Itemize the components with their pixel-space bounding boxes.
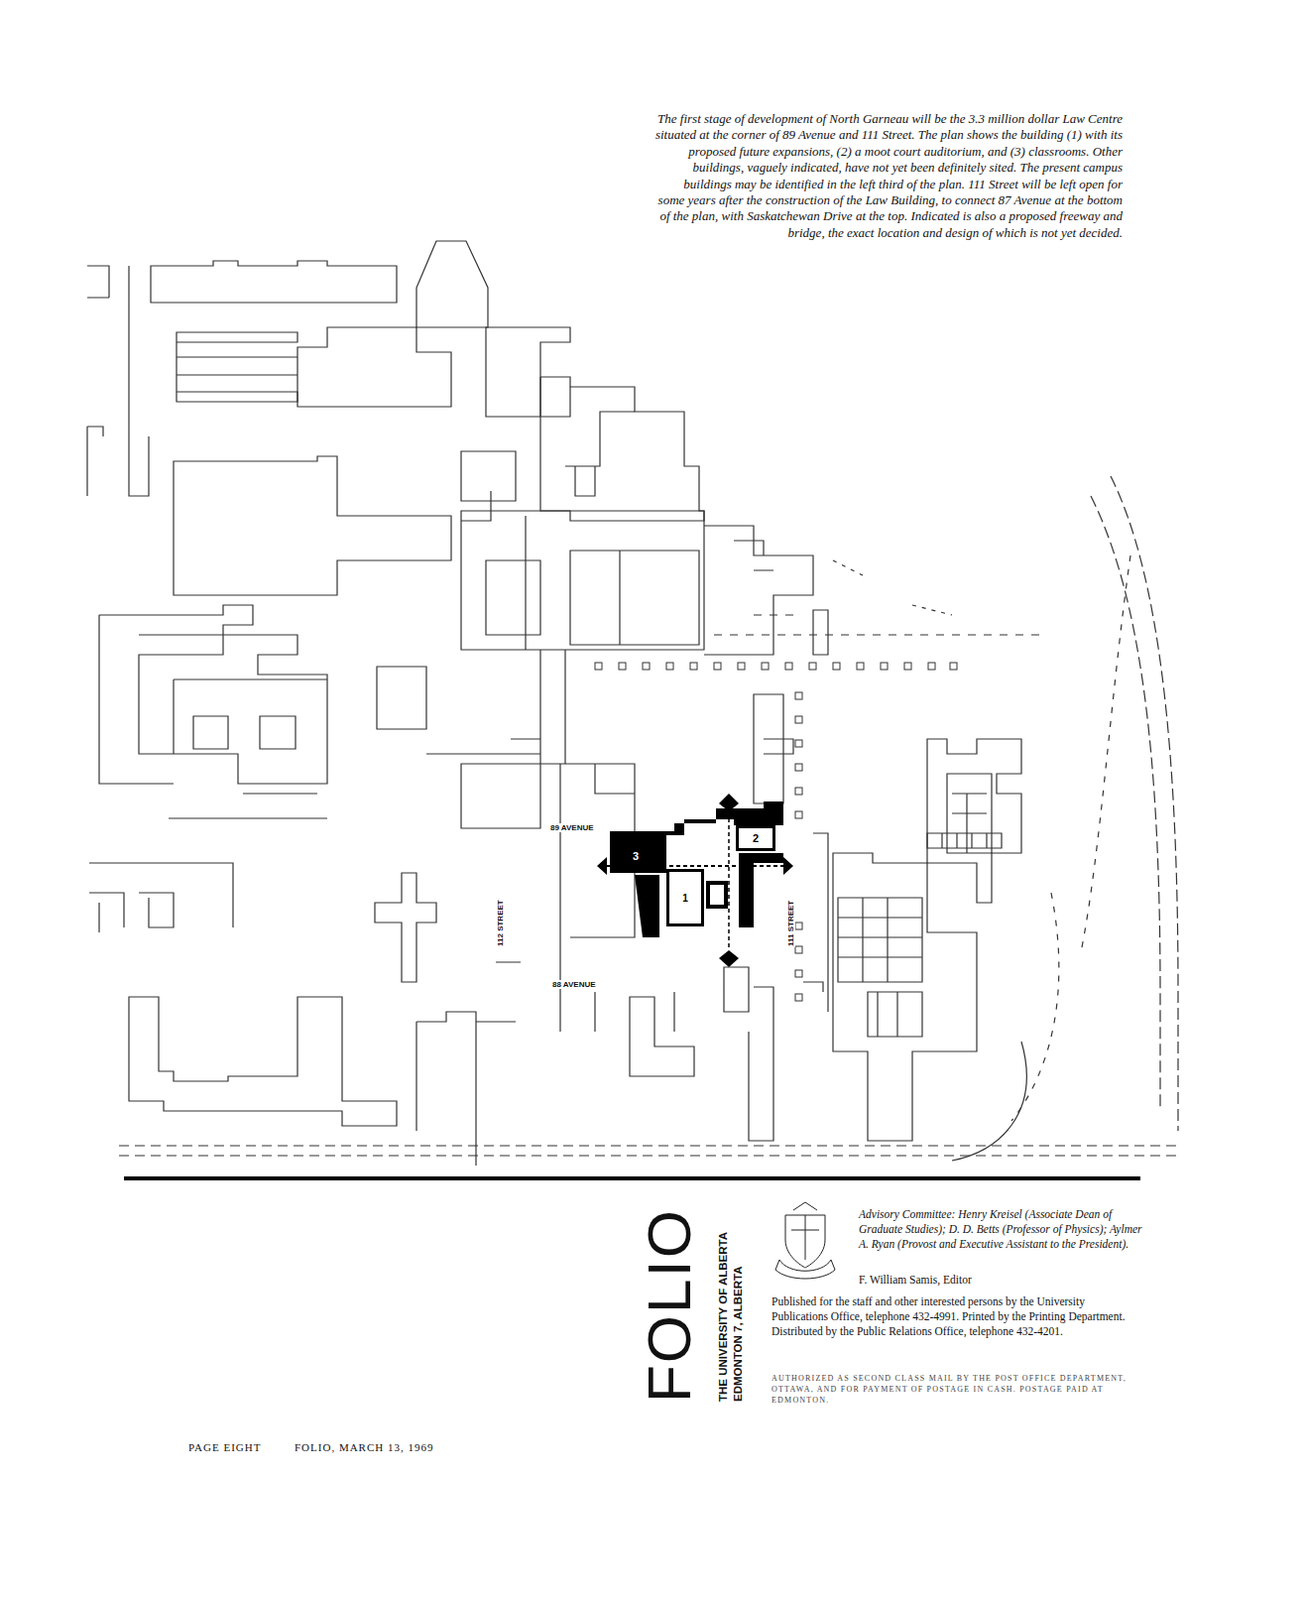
street-label: 88 AVENUE	[551, 979, 597, 989]
masthead-title: FOLIO	[638, 1207, 701, 1403]
page-number: PAGE EIGHT	[188, 1440, 261, 1453]
street-label: 112 STREET	[495, 898, 505, 948]
moot-court-block: 2	[735, 825, 776, 851]
callout-number: 1	[682, 892, 689, 904]
rule	[123, 1176, 1141, 1181]
university-crest	[775, 1201, 835, 1279]
advisory-committee: Advisory Committee: Henry Kreisel (Assoc…	[858, 1206, 1147, 1252]
masthead-university: THE UNIVERSITY OF ALBERTA	[715, 1231, 730, 1402]
callout-number: 3	[632, 849, 639, 862]
masthead-address: EDMONTON 7, ALBERTA	[730, 1265, 745, 1402]
classroom-block: 3	[612, 842, 659, 869]
mail-authorization: AUTHORIZED AS SECOND CLASS MAIL BY THE P…	[771, 1372, 1141, 1406]
law-centre-building: 1	[666, 868, 705, 927]
callout-number: 2	[752, 831, 759, 844]
editor-credit: F. William Samis, Editor	[858, 1272, 1147, 1288]
caption: The first stage of development of North …	[654, 111, 1123, 241]
street-label: 111 STREET	[786, 899, 796, 948]
publication-note: Published for the staff and other intere…	[771, 1294, 1141, 1339]
street-label: 89 AVENUE	[549, 823, 595, 832]
issue-date: FOLIO, MARCH 13, 1969	[294, 1440, 434, 1453]
